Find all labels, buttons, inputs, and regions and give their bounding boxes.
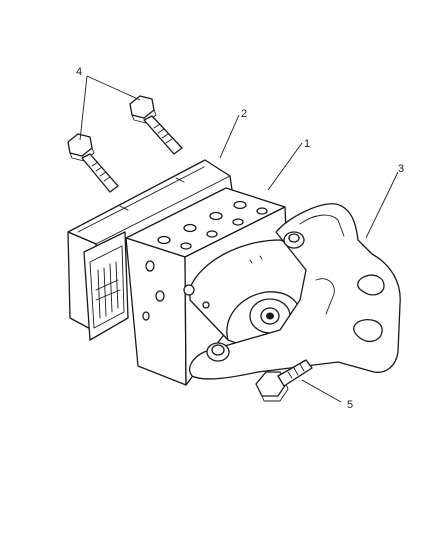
callouts: 1 2 3 4 5: [76, 66, 404, 411]
callout-3: 3: [398, 163, 404, 175]
leader-lines: [79, 75, 399, 403]
module-bolt-left: [67, 133, 119, 193]
module-bolt-right: [129, 95, 183, 155]
leader-1: [267, 142, 303, 191]
leader-2: [219, 114, 240, 159]
leader-4b: [86, 75, 141, 101]
callout-4: 4: [76, 66, 82, 78]
leader-5: [301, 379, 342, 403]
leader-3: [365, 171, 399, 239]
leader-4a: [79, 75, 88, 141]
control-module: [67, 159, 233, 341]
bracket-bolt: [255, 359, 313, 402]
hydraulic-unit: [125, 187, 309, 386]
mounting-bracket: [189, 203, 401, 380]
callout-2: 2: [241, 108, 247, 120]
callout-1: 1: [304, 138, 310, 150]
callout-5: 5: [347, 399, 353, 411]
